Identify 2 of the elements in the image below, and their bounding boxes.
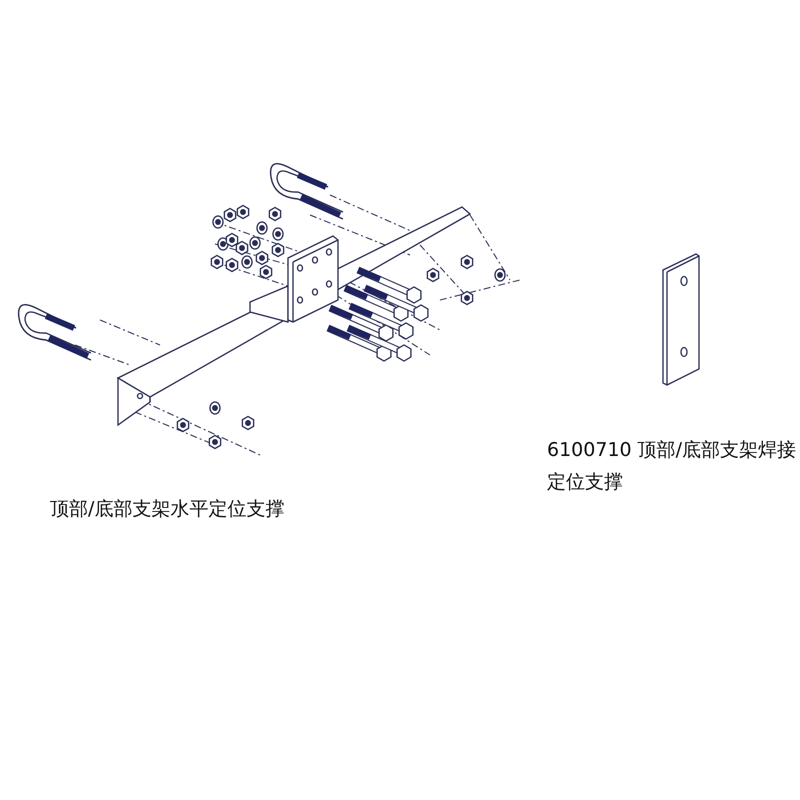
caption: 6100710 顶部/底部支架焊接定位支撑 — [547, 438, 797, 495]
caption: 顶部/底部支架水平定位支撑 — [50, 497, 284, 522]
